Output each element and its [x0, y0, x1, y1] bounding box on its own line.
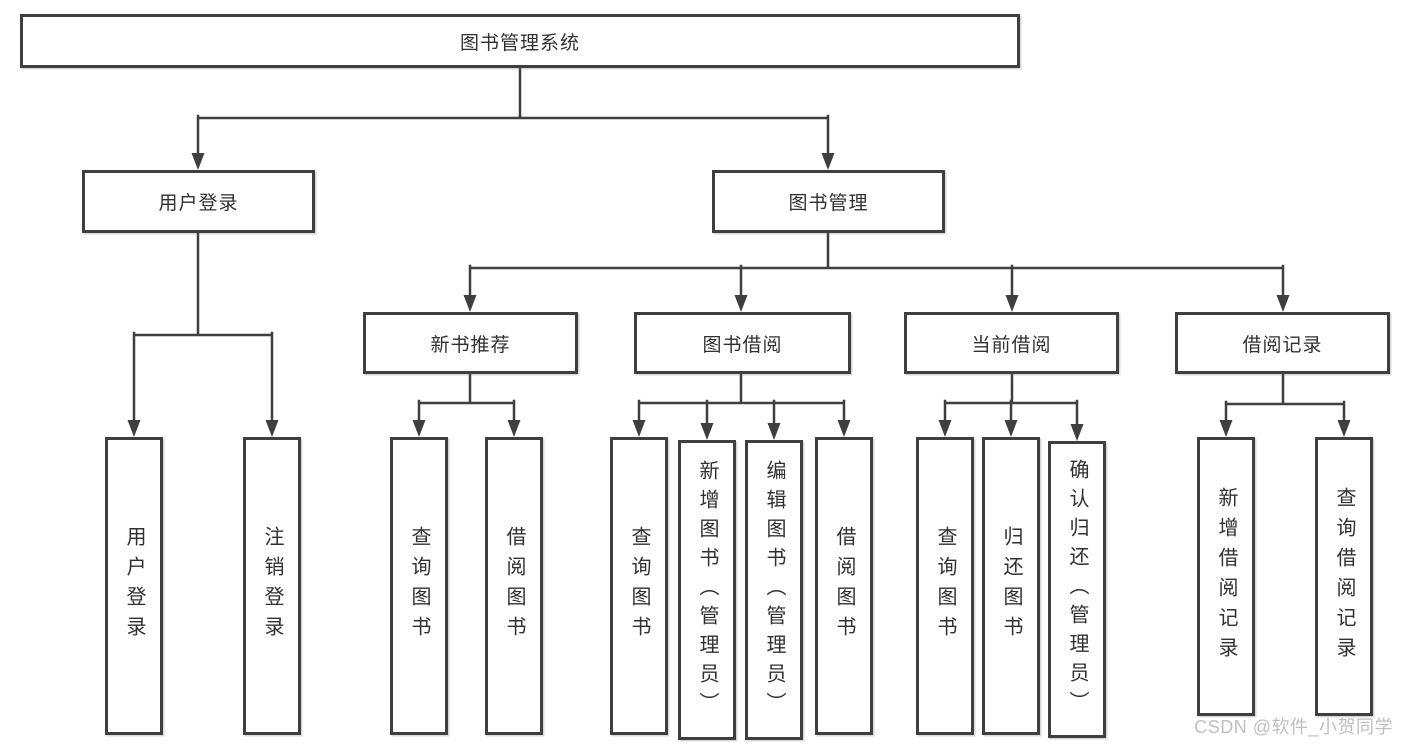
node-leaf-cb-return-books: 归还图书 — [982, 437, 1040, 735]
node-leaf-user-login-label: 用户登录 — [123, 526, 145, 646]
connector-current-branch — [943, 370, 1079, 430]
node-leaf-cb-confirm-return-admin-label: 确认归还（管理员） — [1066, 459, 1088, 720]
node-book-borrowing-label: 图书借阅 — [702, 334, 783, 356]
node-leaf-cb-confirm-return-admin: 确认归还（管理员） — [1048, 441, 1106, 738]
node-book-borrowing: 图书借阅 — [634, 312, 851, 374]
connector-records-branch — [1224, 370, 1346, 426]
node-book-management: 图书管理 — [712, 170, 945, 233]
node-leaf-cb-query-books-label: 查询图书 — [934, 526, 956, 646]
node-leaf-rec-borrow-books-label: 借阅图书 — [503, 526, 525, 646]
watermark: CSDN @软件_小贺同学 — [1194, 717, 1393, 737]
node-leaf-user-login: 用户登录 — [105, 437, 163, 735]
node-leaf-br-query-record: 查询借阅记录 — [1315, 437, 1373, 716]
node-root: 图书管理系统 — [20, 14, 1020, 68]
connector-root-to-level2 — [196, 64, 830, 159]
node-leaf-bb-add-books-admin: 新增图书（管理员） — [678, 440, 736, 740]
node-leaf-logout: 注销登录 — [243, 437, 301, 735]
node-leaf-bb-add-books-admin-label: 新增图书（管理员） — [696, 459, 718, 721]
arrowheads — [127, 153, 1351, 441]
node-leaf-br-query-record-label: 查询借阅记录 — [1333, 486, 1355, 667]
node-leaf-br-add-record-label: 新增借阅记录 — [1215, 486, 1237, 667]
connector-newrec-branch — [417, 370, 516, 426]
node-user-login-label: 用户登录 — [158, 193, 239, 214]
node-leaf-bb-edit-books-admin-label: 编辑图书（管理员） — [763, 459, 785, 721]
node-borrowing-records: 借阅记录 — [1175, 312, 1390, 374]
connector-bookmgmt-branch — [468, 229, 1285, 302]
node-root-label: 图书管理系统 — [459, 32, 580, 54]
node-leaf-bb-query-books: 查询图书 — [610, 437, 668, 735]
connector-borrow-branch — [637, 370, 846, 429]
node-leaf-bb-query-books-label: 查询图书 — [628, 526, 650, 646]
node-leaf-cb-return-books-label: 归还图书 — [1000, 526, 1022, 646]
node-leaf-rec-query-books-label: 查询图书 — [408, 526, 430, 646]
node-current-borrowing: 当前借阅 — [904, 312, 1119, 374]
node-leaf-rec-query-books: 查询图书 — [390, 437, 448, 735]
node-leaf-bb-borrow-books: 借阅图书 — [815, 437, 873, 735]
node-leaf-bb-borrow-books-label: 借阅图书 — [833, 526, 855, 646]
node-book-management-label: 图书管理 — [788, 193, 869, 214]
node-new-book-recommend: 新书推荐 — [363, 312, 578, 374]
node-borrowing-records-label: 借阅记录 — [1242, 334, 1323, 356]
connector-userlogin-branch — [132, 229, 274, 426]
node-user-login: 用户登录 — [82, 170, 315, 233]
node-current-borrowing-label: 当前借阅 — [971, 334, 1052, 356]
node-leaf-bb-edit-books-admin: 编辑图书（管理员） — [745, 440, 803, 740]
node-leaf-logout-label: 注销登录 — [261, 526, 283, 646]
node-new-book-recommend-label: 新书推荐 — [430, 334, 511, 356]
node-leaf-cb-query-books: 查询图书 — [916, 437, 974, 735]
node-leaf-br-add-record: 新增借阅记录 — [1197, 437, 1255, 716]
node-leaf-rec-borrow-books: 借阅图书 — [485, 437, 543, 735]
